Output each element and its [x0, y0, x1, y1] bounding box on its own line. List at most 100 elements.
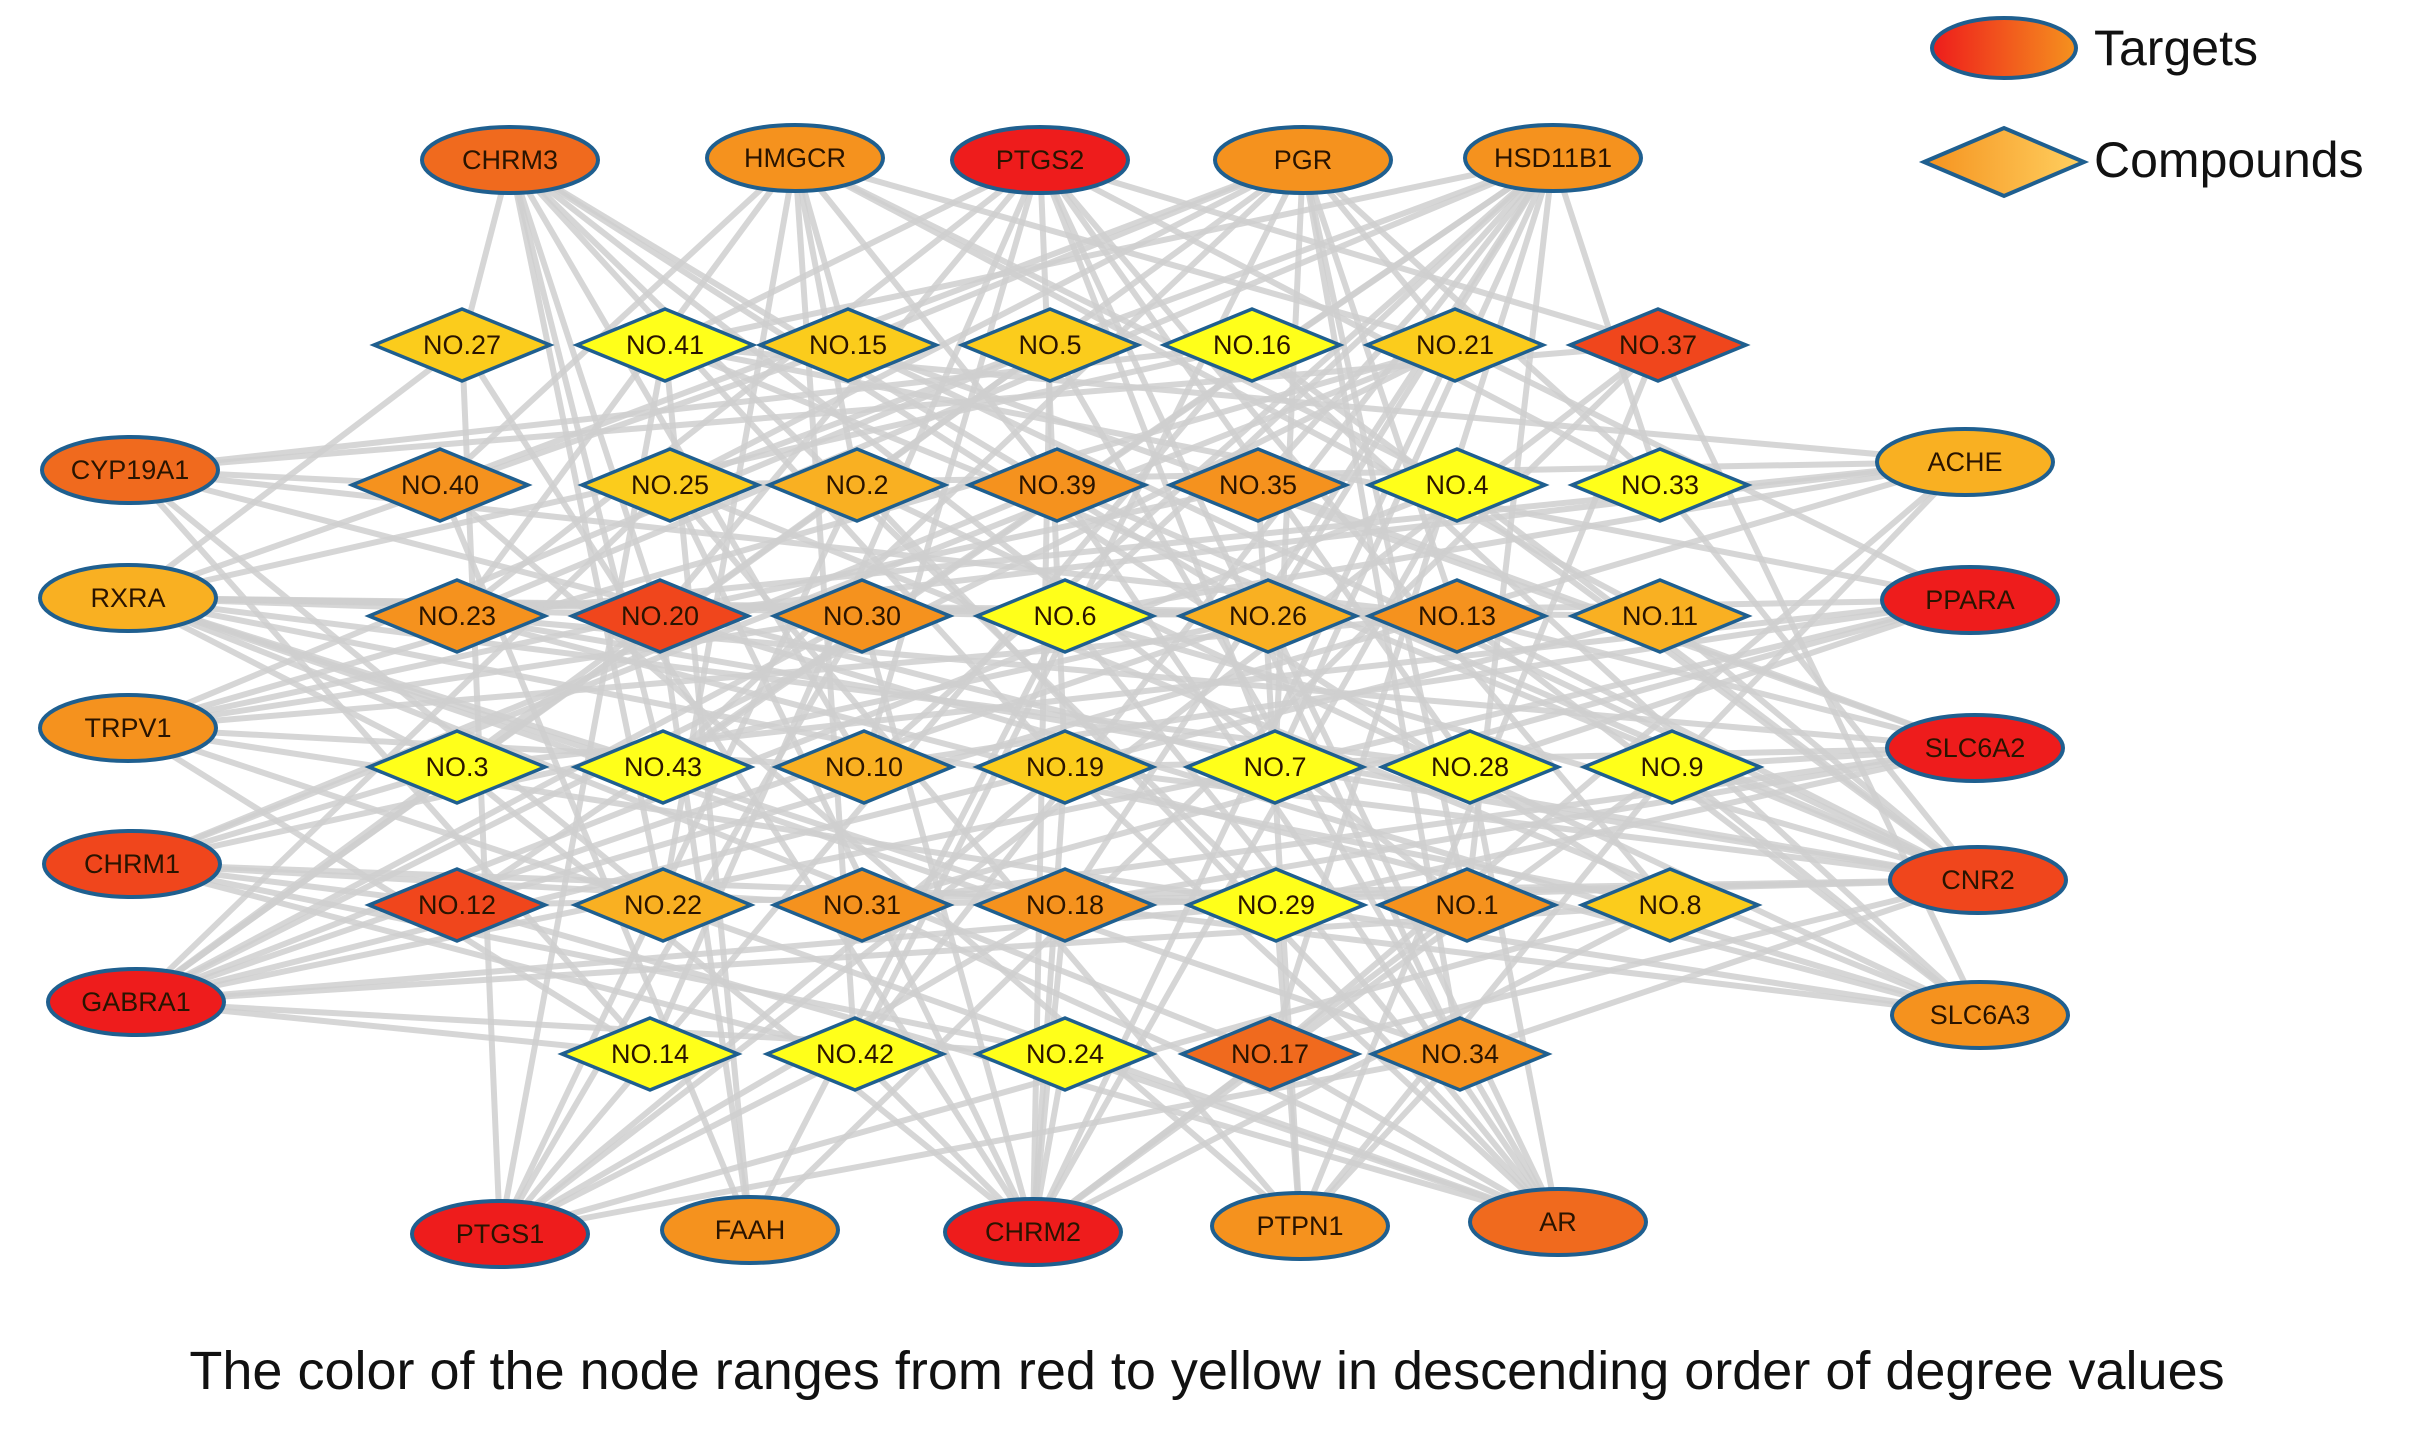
compound-diamond — [557, 1016, 743, 1092]
target-node-cnr2[interactable]: CNR2 — [1888, 845, 2068, 915]
compound-node-no30[interactable]: NO.30 — [769, 578, 955, 654]
compound-node-no26[interactable]: NO.26 — [1175, 578, 1361, 654]
compound-node-no28[interactable]: NO.28 — [1377, 729, 1563, 805]
target-label: AR — [1539, 1207, 1577, 1237]
compound-diamond — [364, 867, 550, 943]
target-label: CHRM3 — [462, 145, 558, 175]
target-node-slc6a2[interactable]: SLC6A2 — [1885, 713, 2065, 783]
compound-label: NO.8 — [1638, 890, 1701, 920]
compound-diamond — [1374, 867, 1560, 943]
compound-label: NO.7 — [1243, 752, 1306, 782]
compound-node-no6[interactable]: NO.6 — [972, 578, 1158, 654]
compound-label: NO.17 — [1231, 1039, 1309, 1069]
target-node-ptgs2[interactable]: PTGS2 — [950, 125, 1130, 195]
target-node-ptgs1[interactable]: PTGS1 — [410, 1199, 590, 1269]
compound-node-no18[interactable]: NO.18 — [972, 867, 1158, 943]
compound-node-no35[interactable]: NO.35 — [1165, 447, 1351, 523]
compound-node-no1[interactable]: NO.1 — [1374, 867, 1560, 943]
compound-node-no17[interactable]: NO.17 — [1177, 1016, 1363, 1092]
compound-node-no33[interactable]: NO.33 — [1567, 447, 1753, 523]
compound-label: NO.10 — [825, 752, 903, 782]
compound-node-no42[interactable]: NO.42 — [762, 1016, 948, 1092]
edge-NO28-rxra — [127, 595, 1471, 770]
compound-node-no41[interactable]: NO.41 — [572, 307, 758, 383]
compound-node-no39[interactable]: NO.39 — [964, 447, 1150, 523]
compound-node-no23[interactable]: NO.23 — [364, 578, 550, 654]
compound-node-no5[interactable]: NO.5 — [957, 307, 1143, 383]
compound-label: NO.24 — [1026, 1039, 1104, 1069]
compound-node-no12[interactable]: NO.12 — [364, 867, 550, 943]
compound-diamond — [1159, 307, 1345, 383]
compound-diamond — [1177, 1016, 1363, 1092]
edge-NO39-hmgcr — [792, 156, 1060, 487]
target-node-slc6a3[interactable]: SLC6A3 — [1890, 980, 2070, 1050]
compound-node-no9[interactable]: NO.9 — [1579, 729, 1765, 805]
compound-node-no34[interactable]: NO.34 — [1367, 1016, 1553, 1092]
edge-NO7-hsd11b1 — [1272, 156, 1556, 769]
target-node-chrm1[interactable]: CHRM1 — [42, 829, 222, 899]
compound-node-no24[interactable]: NO.24 — [972, 1016, 1158, 1092]
compound-node-no22[interactable]: NO.22 — [570, 867, 756, 943]
edge-NO34-rxra — [127, 595, 1461, 1057]
edge-NO24-chrm1 — [131, 861, 1066, 1057]
target-ellipse — [950, 125, 1130, 195]
target-node-ache[interactable]: ACHE — [1875, 427, 2055, 497]
compound-node-no3[interactable]: NO.3 — [364, 729, 550, 805]
compound-label: NO.33 — [1621, 470, 1699, 500]
compound-node-no37[interactable]: NO.37 — [1565, 307, 1751, 383]
compound-label: NO.42 — [816, 1039, 894, 1069]
edge-NO8-chrm2 — [1031, 902, 1672, 1235]
compound-node-no43[interactable]: NO.43 — [570, 729, 756, 805]
compound-node-no10[interactable]: NO.10 — [771, 729, 957, 805]
compound-node-no16[interactable]: NO.16 — [1159, 307, 1345, 383]
target-node-ptpn1[interactable]: PTPN1 — [1210, 1191, 1390, 1261]
compound-diamond — [1377, 729, 1563, 805]
target-node-pgr[interactable]: PGR — [1213, 125, 1393, 195]
target-ellipse — [42, 829, 222, 899]
edge-NO10-hsd11b1 — [862, 155, 1555, 770]
compound-node-no14[interactable]: NO.14 — [557, 1016, 743, 1092]
target-node-ppara[interactable]: PPARA — [1880, 565, 2060, 635]
compound-node-no4[interactable]: NO.4 — [1364, 447, 1550, 523]
target-node-trpv1[interactable]: TRPV1 — [38, 693, 218, 763]
target-node-hsd11b1[interactable]: HSD11B1 — [1463, 123, 1643, 193]
edge-NO40-hmgcr — [437, 155, 798, 488]
compound-node-no25[interactable]: NO.25 — [577, 447, 763, 523]
target-node-rxra[interactable]: RXRA — [38, 563, 218, 633]
target-label: SLC6A3 — [1930, 1000, 2031, 1030]
edge-NO37-ptgs2 — [1039, 157, 1659, 348]
compound-diamond — [369, 307, 555, 383]
edge-NO25-pgr — [668, 157, 1305, 488]
target-node-hmgcr[interactable]: HMGCR — [705, 123, 885, 193]
edge-NO18-slc6a3 — [1064, 902, 1981, 1018]
compound-node-no27[interactable]: NO.27 — [369, 307, 555, 383]
compound-diamond — [771, 729, 957, 805]
target-node-ar[interactable]: AR — [1468, 1187, 1648, 1257]
compound-node-no19[interactable]: NO.19 — [972, 729, 1158, 805]
compound-diamond — [972, 867, 1158, 943]
compound-diamond — [972, 729, 1158, 805]
compound-node-no21[interactable]: NO.21 — [1362, 307, 1548, 383]
target-node-gabra1[interactable]: GABRA1 — [46, 967, 226, 1037]
target-ellipse — [1210, 1191, 1390, 1261]
compound-node-no29[interactable]: NO.29 — [1183, 867, 1369, 943]
edge-NO22-trpv1 — [127, 725, 664, 908]
target-label: HSD11B1 — [1494, 143, 1612, 173]
compound-node-no11[interactable]: NO.11 — [1567, 578, 1753, 654]
compound-node-no13[interactable]: NO.13 — [1364, 578, 1550, 654]
compound-node-no40[interactable]: NO.40 — [347, 447, 533, 523]
compound-node-no15[interactable]: NO.15 — [755, 307, 941, 383]
compound-label: NO.9 — [1640, 752, 1703, 782]
compound-node-no2[interactable]: NO.2 — [764, 447, 950, 523]
target-node-faah[interactable]: FAAH — [660, 1195, 840, 1265]
compound-node-no31[interactable]: NO.31 — [769, 867, 955, 943]
compound-node-no7[interactable]: NO.7 — [1182, 729, 1368, 805]
target-node-cyp19a1[interactable]: CYP19A1 — [40, 435, 220, 505]
target-node-chrm2[interactable]: CHRM2 — [943, 1197, 1123, 1267]
compound-node-no8[interactable]: NO.8 — [1577, 867, 1763, 943]
target-node-chrm3[interactable]: CHRM3 — [420, 125, 600, 195]
target-ellipse — [660, 1195, 840, 1265]
compound-label: NO.15 — [809, 330, 887, 360]
compound-node-no20[interactable]: NO.20 — [567, 578, 753, 654]
edge-NO42-ptgs1 — [498, 1051, 857, 1237]
